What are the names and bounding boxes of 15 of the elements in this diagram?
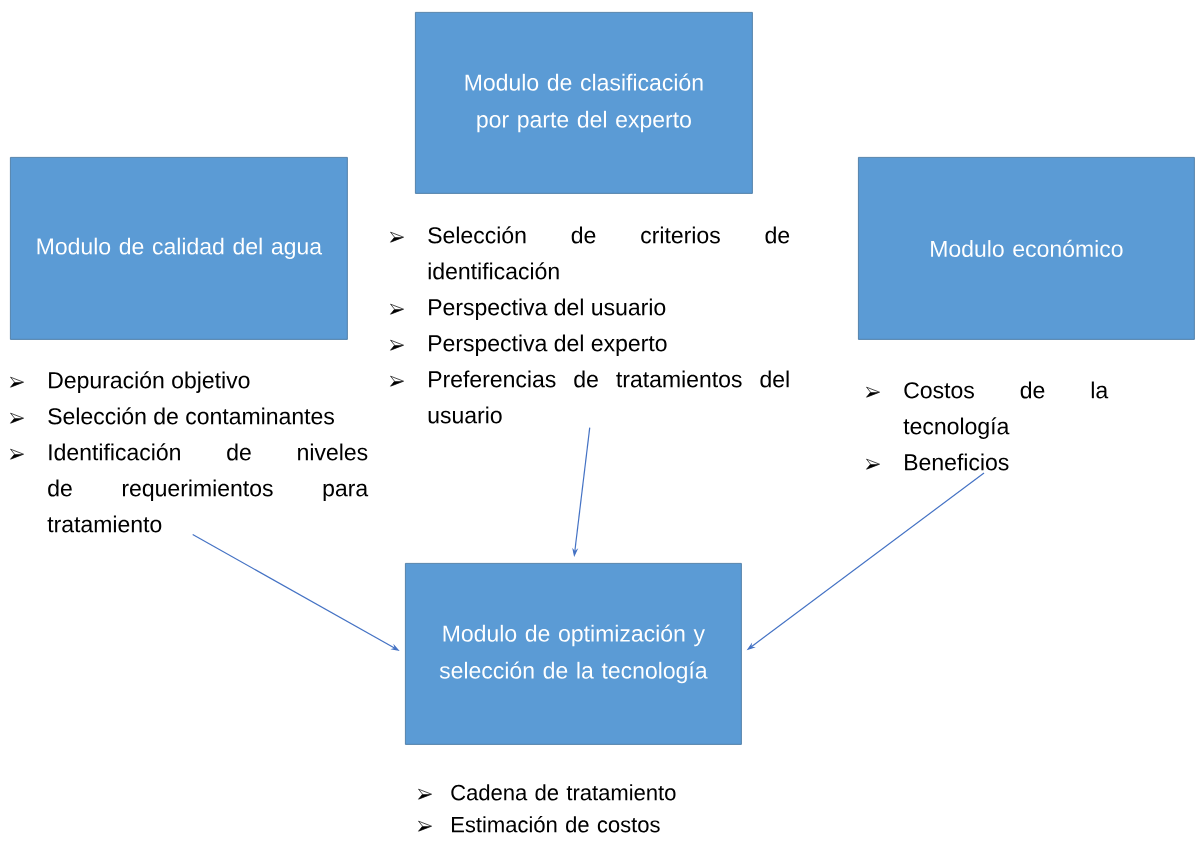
list-item: Perspectiva del usuario (429, 298, 666, 320)
module-box: Modulo de calidad del agua (10, 157, 348, 340)
module-box: Modulo económico (858, 157, 1195, 340)
list-item: Costos de la tecnología (903, 381, 1109, 439)
module-box: Modulo de optimización y selección de la tecnología (405, 563, 742, 745)
list-item: Selección de contaminantes (48, 407, 334, 425)
list-item: Cadena de tratamiento (451, 784, 676, 801)
module-box: Modulo de clasificación por parte del experto (415, 12, 753, 194)
list-item: Depuración objetivo (49, 371, 250, 393)
list-item: Selección de criterios de identificación (428, 226, 790, 280)
list-item: Identificación de niveles de requerimientos para tratamiento (47, 443, 369, 533)
list-item: Beneficios (905, 453, 1009, 471)
list-item: Preferencias de tratamientos del usuario (428, 370, 789, 424)
list-item: Perspectiva del experto (429, 334, 667, 356)
list-item: Estimación de costos (452, 816, 660, 833)
